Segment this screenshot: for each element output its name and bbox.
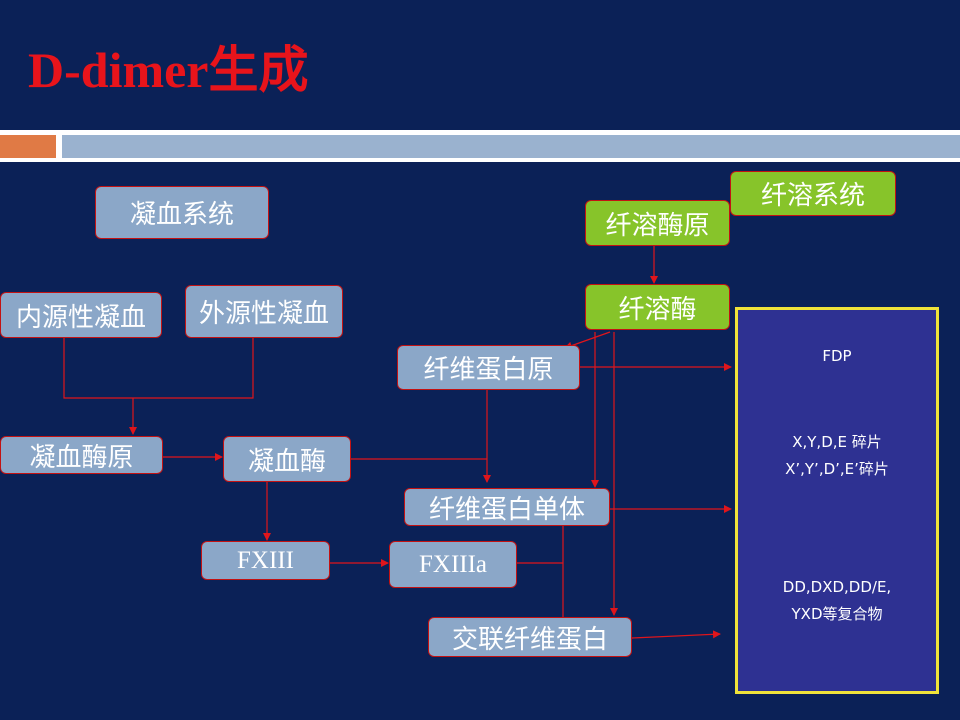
node-crosslinked-fibrin: 交联纤维蛋白 bbox=[428, 617, 632, 657]
page-title: D-dimer生成 bbox=[28, 42, 309, 98]
product-complex-line2: YXD等复合物 bbox=[791, 605, 883, 623]
product-fragments-line2: X’,Y’,D’,E’碎片 bbox=[785, 460, 889, 478]
node-fibrin-monomer: 纤维蛋白单体 bbox=[404, 488, 610, 526]
node-plasmin: 纤溶酶 bbox=[585, 284, 730, 330]
node-coagulation-system: 凝血系统 bbox=[95, 186, 269, 239]
line-intrinsic-to-join bbox=[63, 338, 133, 399]
product-complex-line1: DD,DXD,DD/E, bbox=[782, 578, 892, 596]
node-extrinsic-coagulation: 外源性凝血 bbox=[185, 285, 343, 338]
node-fibrinogen: 纤维蛋白原 bbox=[397, 345, 580, 390]
arrow-crosslink-to-complex bbox=[631, 630, 721, 639]
node-fxiii: FXIII bbox=[201, 541, 330, 580]
products-box bbox=[735, 307, 939, 694]
node-fibrinolytic-system: 纤溶系统 bbox=[730, 171, 896, 216]
divider-accent-blue bbox=[62, 135, 960, 158]
node-plasminogen: 纤溶酶原 bbox=[585, 200, 730, 246]
divider-accent-orange bbox=[0, 135, 56, 158]
product-fdp: FDP bbox=[822, 347, 852, 365]
node-prothrombin: 凝血酶原 bbox=[0, 436, 163, 474]
product-fragments-line1: X,Y,D,E 碎片 bbox=[792, 433, 882, 451]
node-thrombin: 凝血酶 bbox=[223, 436, 351, 482]
node-intrinsic-coagulation: 内源性凝血 bbox=[0, 292, 162, 338]
line-extrinsic-to-join bbox=[133, 338, 254, 399]
node-fxiiia: FXIIIa bbox=[389, 541, 517, 588]
